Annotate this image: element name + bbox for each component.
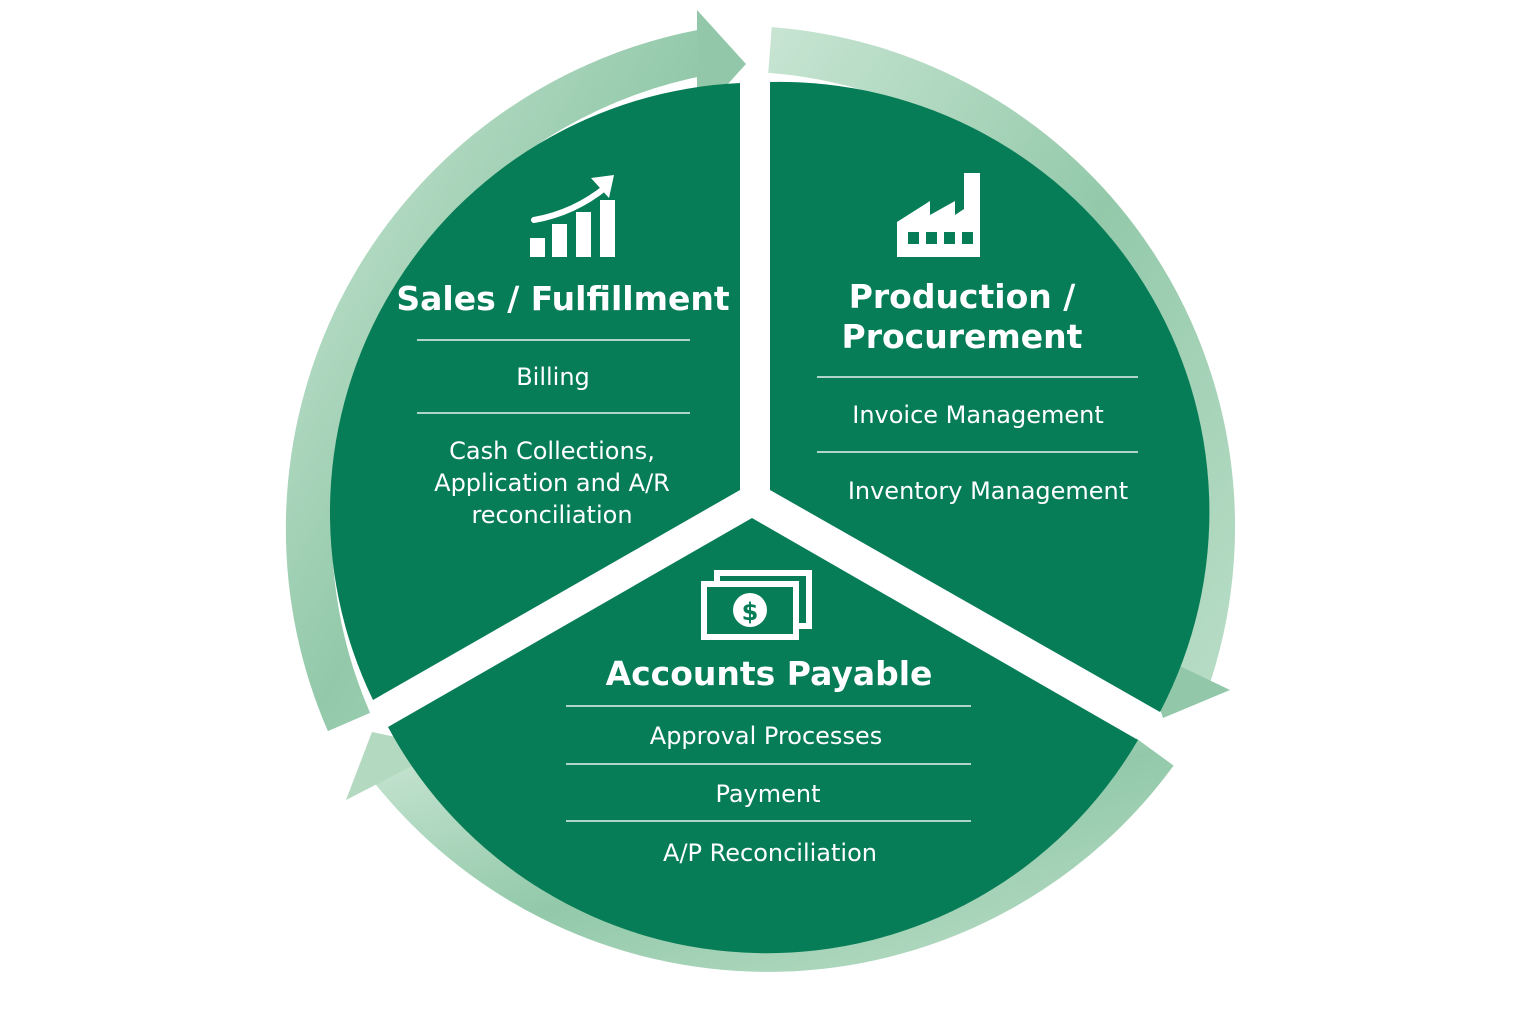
segment-accounts-payable <box>388 518 1138 954</box>
cycle-arc-top-left <box>285 29 710 732</box>
segment-title-sales: Sales / Fulfillment <box>396 279 729 318</box>
segment-content-sales: Sales / Fulfillment Billing Cash Collect… <box>396 175 730 529</box>
item-cash-collections-line1: Cash Collections, <box>449 437 655 465</box>
item-inventory-management: Inventory Management <box>848 477 1128 505</box>
segment-content-payable: $ Accounts Payable Approval Processes Pa… <box>566 570 971 867</box>
segment-title-payable: Accounts Payable <box>606 654 933 693</box>
cycle-arc-right <box>768 27 1236 696</box>
item-approval-processes: Approval Processes <box>650 722 882 750</box>
segment-content-production: Production / Procurement Invoice Managem… <box>817 173 1138 505</box>
item-invoice-management: Invoice Management <box>852 401 1104 429</box>
segment-production-procurement <box>770 81 1210 712</box>
segments <box>329 81 1210 954</box>
item-payment: Payment <box>715 780 820 808</box>
factory-icon <box>897 173 980 257</box>
growth-chart-icon <box>530 175 615 257</box>
item-cash-collections-line3: reconciliation <box>471 501 632 529</box>
item-cash-collections-line2: Application and A/R <box>434 469 670 497</box>
money-bill-icon: $ <box>701 570 812 640</box>
svg-text:$: $ <box>742 598 759 626</box>
item-billing: Billing <box>516 363 590 391</box>
segment-sales-fulfillment <box>329 83 740 700</box>
segment-title-production-line2: Procurement <box>842 317 1083 356</box>
item-ap-reconciliation: A/P Reconciliation <box>663 839 877 867</box>
segment-title-production-line1: Production / <box>849 277 1077 316</box>
